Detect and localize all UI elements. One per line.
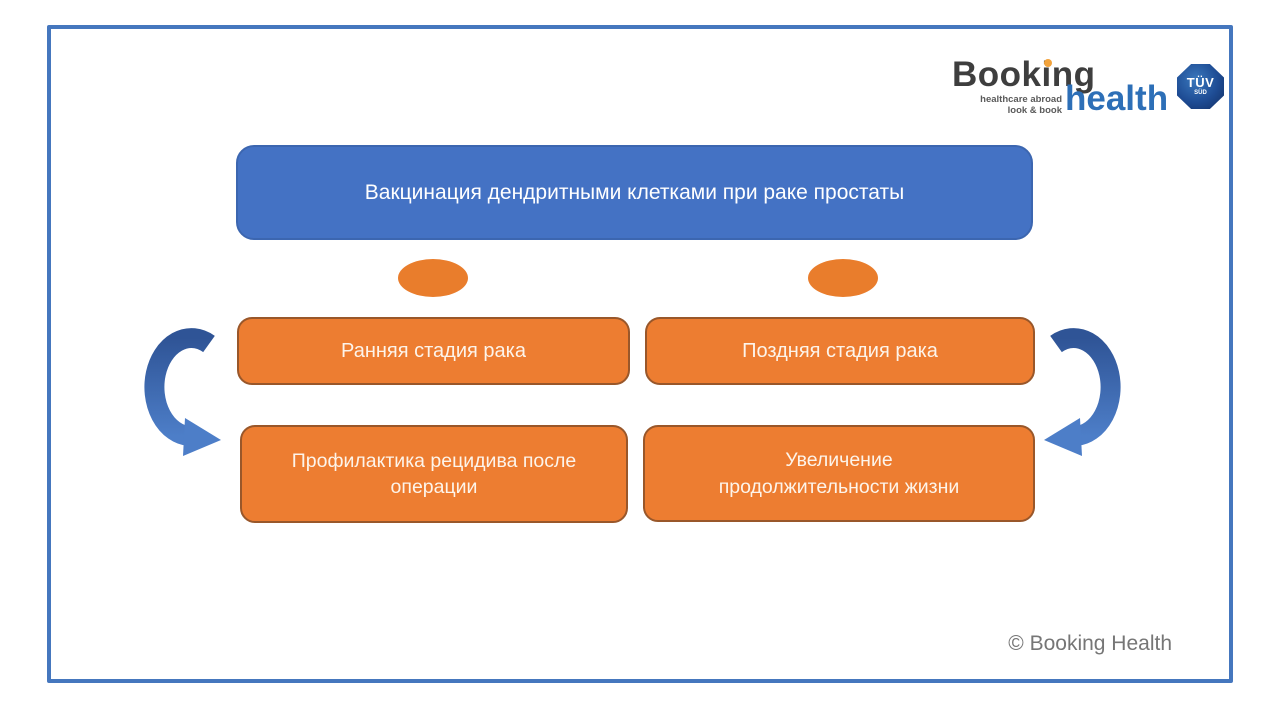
tuv-sud-badge-icon: TÜV SÜD [1177, 64, 1224, 109]
stage-node-early: Ранняя стадия рака [237, 317, 630, 385]
tuv-badge-text: TÜV [1186, 74, 1215, 90]
orange-dot-icon [1044, 59, 1052, 67]
brand-logo: Booking healthcare abroad look & book he… [948, 55, 1173, 127]
tagline-line-1: healthcare abroad [980, 94, 1062, 105]
curved-arrow-left-icon [144, 328, 221, 456]
stage-node-late: Поздняя стадия рака [645, 317, 1035, 385]
outcome-node-late: Увеличение продолжительности жизни [643, 425, 1035, 522]
connector-ellipse-left [398, 259, 468, 297]
curved-arrow-right-icon [1044, 328, 1121, 456]
health-wordmark: health [1065, 79, 1169, 118]
tagline-line-2: look & book [1007, 105, 1062, 117]
slide-border-frame [47, 25, 1233, 683]
copyright-text: © Booking Health [1008, 632, 1172, 655]
sud-badge-text: SÜD [1194, 89, 1207, 96]
outcome-node-early: Профилактика рецидива после операции [240, 425, 628, 523]
diagram-title-box: Вакцинация дендритными клетками при раке… [236, 145, 1033, 240]
brand-tagline: healthcare abroad look & book [948, 94, 1062, 117]
booking-wordmark: Booking [952, 55, 1096, 94]
connector-ellipse-right [808, 259, 878, 297]
